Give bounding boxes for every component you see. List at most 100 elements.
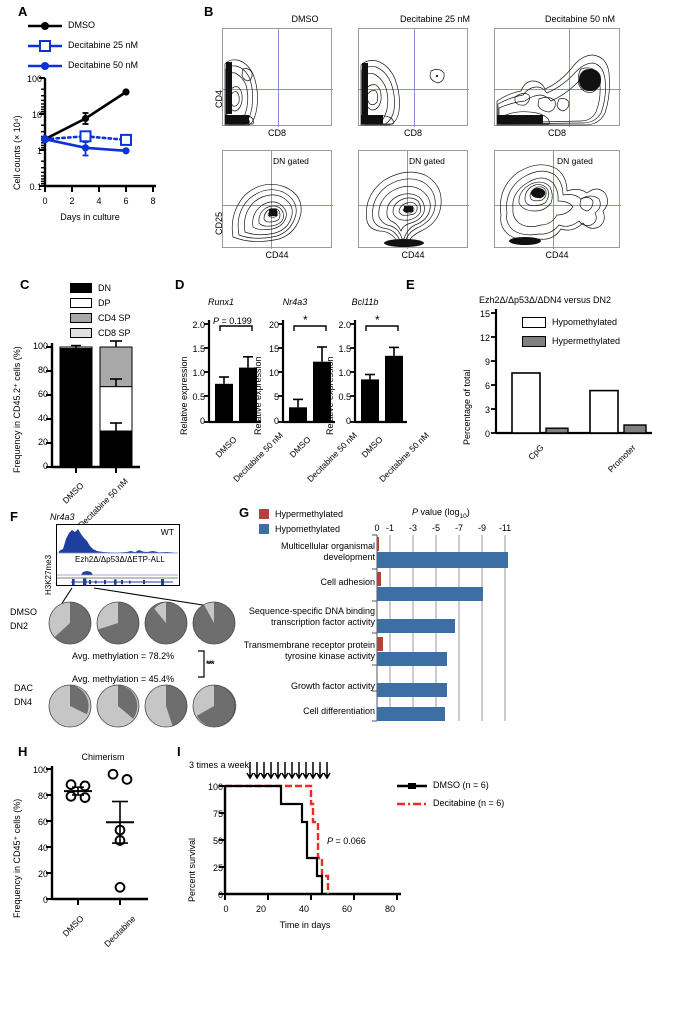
panel-i-ytick-3: 25 (212, 863, 223, 873)
panel-d1-ytick-0: 20 (268, 320, 279, 330)
panel-e-ytick-5: 0 (484, 429, 490, 439)
legend-line-dec25 (28, 40, 62, 52)
panel-d2-ytick-1: 1.5 (338, 344, 351, 354)
legend-swatch-hypermethylated (522, 336, 546, 347)
panel-a-plot (39, 77, 156, 192)
panel-g-xtick-4: -7 (454, 523, 463, 533)
panel-i-xtick-2: 40 (298, 904, 309, 914)
panel-d2-ytick-0: 2.0 (338, 320, 351, 330)
legend-line-dmso (397, 783, 427, 789)
panel-g-xtick-0: 0 (374, 523, 380, 533)
panel-c-ytick-5: 0 (42, 461, 48, 471)
contour-paths (231, 184, 302, 242)
contour-paths (360, 60, 445, 126)
panel-d-plot-bcl11b (350, 320, 407, 424)
panel-a-xtick-0: 0 (42, 196, 48, 206)
panel-f-label: F (10, 509, 18, 524)
flow-plot-cd25-cd44-dec50: DN gated (494, 150, 621, 249)
panel-g: G Hypermethylated Hypomethylated P value… (235, 495, 700, 722)
panel-g-cat-label-3: Transmembrane receptor protein tyrosine … (237, 640, 375, 662)
panel-i-xlabel: Time in days (279, 920, 331, 930)
panel-a-xlabel: Days in culture (60, 212, 120, 222)
panel-c-ytick-4: 20 (37, 437, 48, 447)
panel-g-xtick-2: -3 (408, 523, 417, 533)
track-label-etpall: Ezh2Δ/Δp53Δ/ΔETP-ALL (75, 555, 165, 564)
legend-swatch-dp (70, 298, 92, 308)
panel-c-legend-label-3: CD8 SP (98, 328, 131, 338)
panel-b-bottom-xlabel-0: CD44 (265, 250, 289, 260)
quadrant-hline (359, 205, 469, 206)
panel-b-top-title-0: DMSO (291, 14, 319, 24)
panel-a-legend-label-2: Decitabine 50 nM (68, 60, 139, 70)
panel-b-top-xlabel-1: CD8 (403, 128, 422, 138)
panel-f-avg-2: Avg. methylation = 45.4% (72, 674, 175, 684)
panel-h-ytick-3: 40 (37, 843, 48, 853)
panel-f-row2-label-line2: DN4 (14, 697, 33, 707)
legend-line-dec50 (28, 62, 62, 70)
panel-i: I 3 times a week Percent survival 100 75… (175, 740, 700, 940)
legend-line-decitabine (397, 802, 427, 806)
panel-a-legend-label-1: Decitabine 25 nM (68, 40, 139, 50)
panel-d1-ytick-3: 5 (273, 392, 279, 402)
panel-a-xtick-1: 2 (69, 196, 75, 206)
panel-c-legend-label-2: CD4 SP (98, 313, 131, 323)
pvalue-italic-p: P (213, 316, 220, 326)
panel-a-ytick-3: 0.1 (29, 182, 42, 192)
panel-i-xtick-0: 0 (223, 904, 229, 914)
flow-plot-cd4-cd8-dec25 (358, 28, 469, 127)
panel-g-xtick-5: -9 (477, 523, 486, 533)
t: Decitabine 50 nM (305, 430, 359, 484)
contour-paths (366, 171, 442, 247)
panel-i-label: I (177, 744, 181, 759)
panel-d0-ytick-2: 1.0 (192, 368, 205, 378)
panel-g-xtick-1: -1 (385, 523, 394, 533)
panel-c-ytick-2: 60 (37, 389, 48, 399)
panel-g-cat-label-0: Multicellular organismal development (245, 541, 375, 563)
panel-b-label: B (204, 4, 214, 19)
panel-c-ytick-3: 40 (37, 413, 48, 423)
panel-d1-ytick-1: 15 (268, 344, 279, 354)
panel-d0-xlabel-1: Decitabine 50 nM (231, 430, 285, 484)
panel-i-xtick-1: 20 (255, 904, 266, 914)
panel-d2-ytick-4: 0 (345, 416, 351, 426)
quadrant-vline (271, 151, 272, 249)
panel-h-title: Chimerism (81, 752, 125, 762)
panel-d-title-2: Bcl11b (351, 297, 379, 307)
panel-d1-ytick-4: 0 (273, 416, 279, 426)
panel-h-ytick-5: 0 (42, 895, 48, 905)
flow-plot-cd4-cd8-dmso (222, 28, 333, 127)
panel-a: A DMSO Decitabine 25 nM Decitabine 50 nM… (0, 0, 200, 250)
pvalue-rest: = 0.199 (219, 316, 252, 326)
panel-b-gate-label-0: DN gated (273, 156, 309, 166)
t: Transmembrane receptor protein tyrosine … (243, 640, 375, 661)
panel-i-ytick-1: 75 (212, 809, 223, 819)
panel-b-top-xlabel-2: CD8 (547, 128, 566, 138)
panel-f-row1-label-line2: DN2 (10, 621, 29, 631)
panel-d0-annotation: P = 0.199 (213, 316, 252, 326)
panel-c-ytick-0: 100 (32, 341, 48, 351)
panel-e-plot (491, 309, 652, 435)
axis-title-p: P (412, 507, 419, 517)
panel-g-xtick-6: -11 (498, 523, 512, 533)
panel-c-plot (46, 340, 140, 473)
panel-b-top-title-2: Decitabine 50 nM (544, 14, 616, 24)
panel-b-top-title-1: Decitabine 25 nM (399, 14, 471, 24)
t: Cell differentiation (303, 706, 375, 716)
panel-i-legend-label-0: DMSO (n = 6) (433, 780, 489, 790)
contour-paths (500, 164, 608, 245)
panel-h: H Chimerism Frequency in CD45⁺ cells (%)… (0, 740, 175, 949)
panel-h-plot (46, 766, 148, 905)
panel-e-legend-label-0: Hypomethylated (552, 317, 618, 327)
genome-browser-track: WT Ezh2Δ/Δp53Δ/ΔETP-ALL (56, 524, 180, 586)
panel-h-label: H (18, 744, 28, 759)
panel-h-ytick-0: 100 (32, 765, 48, 775)
panel-a-label: A (18, 4, 28, 19)
panel-e-ytick-3: 6 (484, 381, 490, 391)
panel-g-label: G (239, 505, 250, 520)
panel-f-row1-label-line1: DMSO (10, 607, 37, 617)
legend-line-dmso (28, 22, 62, 30)
panel-e-legend-label-1: Hypermethylated (552, 336, 621, 346)
panel-i-dosing-note: 3 times a week (189, 760, 250, 770)
panel-b-bottom-xlabel-2: CD44 (545, 250, 569, 260)
panel-b-bottom-xlabel-1: CD44 (401, 250, 425, 260)
